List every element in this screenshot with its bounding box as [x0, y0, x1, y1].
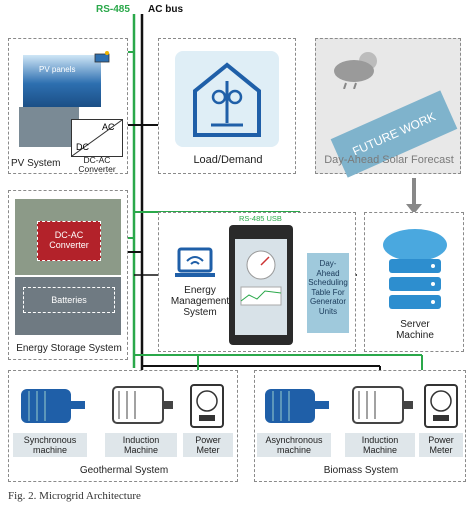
bio-induction-machine-icon: [349, 383, 415, 429]
biomass-box: Asynchronous machine Induction Machine P…: [254, 370, 466, 482]
forecast-title: Day-Ahead Solar Forecast: [324, 154, 454, 166]
synchronous-machine-icon: [17, 385, 87, 429]
cloud-sun-icon: [326, 47, 386, 89]
pv-converter-label: DC-AC Converter: [78, 155, 116, 174]
tablet-screen: [235, 239, 287, 335]
dc-label: DC: [76, 142, 89, 152]
tablet-device: [229, 225, 293, 345]
pv-system-title: PV System: [11, 158, 61, 169]
solar-panel-icon: [94, 51, 110, 65]
load-demand-box: Load/Demand: [158, 38, 296, 174]
geothermal-title: Geothermal System: [79, 465, 169, 476]
forecast-box: FUTURE WORK Day-Ahead Solar Forecast: [315, 38, 461, 178]
ac-bus-label: AC bus: [148, 4, 183, 15]
schedule-table-box: Day- Ahead Scheduling Table For Generato…: [307, 253, 349, 333]
pv-system-box: PV panels AC DC DC-AC Converter PV Syste…: [8, 38, 128, 174]
server-box: Server Machine: [364, 212, 464, 352]
load-demand-title: Load/Demand: [193, 154, 263, 166]
geo-meter-label: Power Meter: [183, 433, 233, 457]
ac-label: AC: [102, 122, 115, 132]
storage-converter-label: DC-AC Converter: [49, 230, 89, 250]
geo-machine1-label: Synchronous machine: [13, 433, 87, 457]
bio-machine1-label: Asynchronous machine: [257, 433, 331, 457]
asynchronous-machine-icon: [261, 385, 331, 429]
rs485-bus-label: RS-485: [96, 4, 130, 15]
schedule-label: Day- Ahead Scheduling Table For Generato…: [308, 259, 348, 316]
batteries-label: Batteries: [51, 295, 87, 305]
batteries-box: Batteries: [23, 287, 115, 313]
geo-machine2-label: Induction Machine: [105, 433, 177, 457]
server-icon: [375, 223, 455, 313]
ems-title: Energy Management System: [170, 285, 230, 318]
biomass-title: Biomass System: [323, 465, 399, 476]
house-icon: [175, 51, 279, 147]
storage-converter-box: DC-AC Converter: [37, 221, 101, 261]
ems-box: Energy Management System RS-485 USB Day-…: [158, 212, 356, 352]
laptop-wifi-icon: [173, 245, 217, 281]
bio-meter-label: Power Meter: [419, 433, 463, 457]
bio-power-meter-icon: [421, 383, 461, 429]
bio-machine2-label: Induction Machine: [345, 433, 415, 457]
figure-caption: Fig. 2. Microgrid Architecture: [8, 490, 141, 502]
rs485-usb-label: RS-485 USB: [239, 214, 282, 223]
pv-panels-label: PV panels: [39, 65, 76, 74]
power-meter-icon: [187, 383, 227, 429]
geothermal-box: Synchronous machine Induction Machine Po…: [8, 370, 238, 482]
energy-storage-box: DC-AC Converter Batteries Energy Storage…: [8, 190, 128, 360]
induction-machine-icon: [109, 383, 175, 429]
pv-array-photo: [19, 107, 79, 147]
server-title: Server Machine: [396, 319, 434, 341]
pv-panel-image: [23, 55, 101, 107]
batteries-photo: [15, 277, 121, 335]
storage-title: Energy Storage System: [16, 343, 122, 354]
dc-ac-converter-icon: AC DC: [71, 119, 123, 157]
